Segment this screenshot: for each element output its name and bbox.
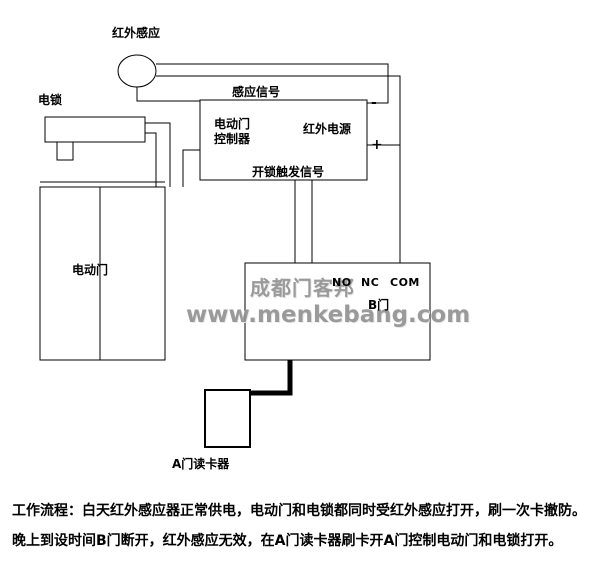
infrared-sensor-shape <box>117 54 157 88</box>
workflow-text-line1: 工作流程：白天红外感应器正常供电，电动门和电锁都同时受红外感应打开，刷一次卡撤防… <box>12 503 586 519</box>
electric-lock-tab <box>56 141 74 161</box>
controller-label-line2: 控制器 <box>214 132 251 146</box>
door-controller-box <box>199 99 368 181</box>
b-door-label: B门 <box>368 298 390 312</box>
wire-sensor-plus-com <box>156 75 401 263</box>
electric-door-box <box>39 186 166 361</box>
electric-door-label: 电动门 <box>72 263 109 277</box>
workflow-text-line2: 晚上到设时间B门断开，红外感应无效，在A门读卡器刷卡开A门控制电动门和电锁打开。 <box>12 533 563 549</box>
wire-lock-2 <box>145 132 157 187</box>
wire-reader-thick <box>250 360 293 396</box>
watermark-text-url: www.menkebang.com <box>186 302 471 328</box>
wire-controller-door <box>182 149 200 187</box>
sensor-signal-label: 感应信号 <box>232 85 281 99</box>
wire-lock-1 <box>145 122 171 187</box>
controller-label-line1: 电动门 <box>214 117 251 131</box>
electric-lock-body <box>44 116 146 143</box>
card-reader-label: A门读卡器 <box>172 457 230 471</box>
terminal-no-label: NO <box>332 276 352 289</box>
plus-terminal-label: + <box>371 137 383 153</box>
b-door-relay-box <box>244 262 431 361</box>
minus-terminal-label: - <box>371 95 377 111</box>
unlock-trigger-label: 开锁触发信号 <box>252 165 325 179</box>
terminal-com-label: COM <box>390 276 420 289</box>
watermark-text-cn: 成都门客邦 <box>250 276 355 300</box>
ir-power-label: 红外电源 <box>303 122 352 136</box>
card-reader-box <box>204 389 251 448</box>
infrared-sensor-label: 红外感应 <box>112 26 161 40</box>
terminal-nc-label: NC <box>361 276 380 289</box>
electric-lock-label: 电锁 <box>38 93 63 107</box>
wire-sensor-signal <box>136 87 200 102</box>
wire-sensor-minus <box>156 63 389 104</box>
